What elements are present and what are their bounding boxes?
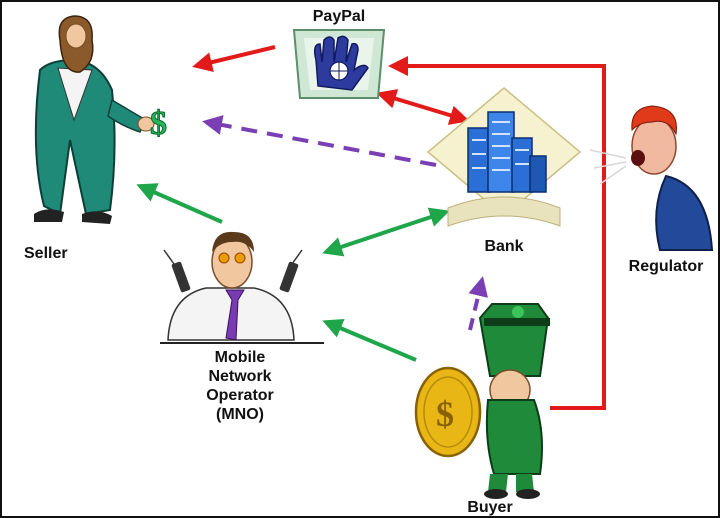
edge-buyer-to-mno xyxy=(322,319,417,362)
leprechaun-coin-icon: $ xyxy=(414,303,550,499)
edge-buyer-to-bank xyxy=(468,276,488,331)
mno-label-line-1: Mobile xyxy=(214,349,266,366)
node-label-buyer: Buyer xyxy=(467,499,513,516)
seller-man-icon xyxy=(34,15,155,224)
node-label-paypal: PayPal xyxy=(312,8,366,25)
bank-building-icon xyxy=(426,87,582,227)
phone-operator-man-icon xyxy=(160,231,324,344)
mno-label-line-3: Operator xyxy=(206,387,274,404)
edge-bank-to-seller xyxy=(202,115,437,167)
edge-mno-to-seller xyxy=(136,183,223,224)
mno-label-line-4: (MNO) xyxy=(216,406,264,423)
edge-buyer-to-paypal xyxy=(388,56,606,410)
node-label-regulator: Regulator xyxy=(628,258,704,275)
dollar-sign-icon: $ xyxy=(150,105,167,142)
node-label-seller: Seller xyxy=(24,245,68,262)
edge-mno-bank xyxy=(322,207,450,257)
paypal-hand-logo-icon xyxy=(292,29,386,99)
node-label-mno: Mobile Network Operator (MNO) xyxy=(188,348,292,424)
angry-regulator-icon xyxy=(589,105,714,251)
edge-paypal-bank xyxy=(376,89,470,125)
edge-paypal-to-seller xyxy=(192,45,276,72)
svg-text:$: $ xyxy=(436,394,454,434)
node-label-bank: Bank xyxy=(484,238,524,255)
mno-label-line-2: Network xyxy=(208,368,272,385)
